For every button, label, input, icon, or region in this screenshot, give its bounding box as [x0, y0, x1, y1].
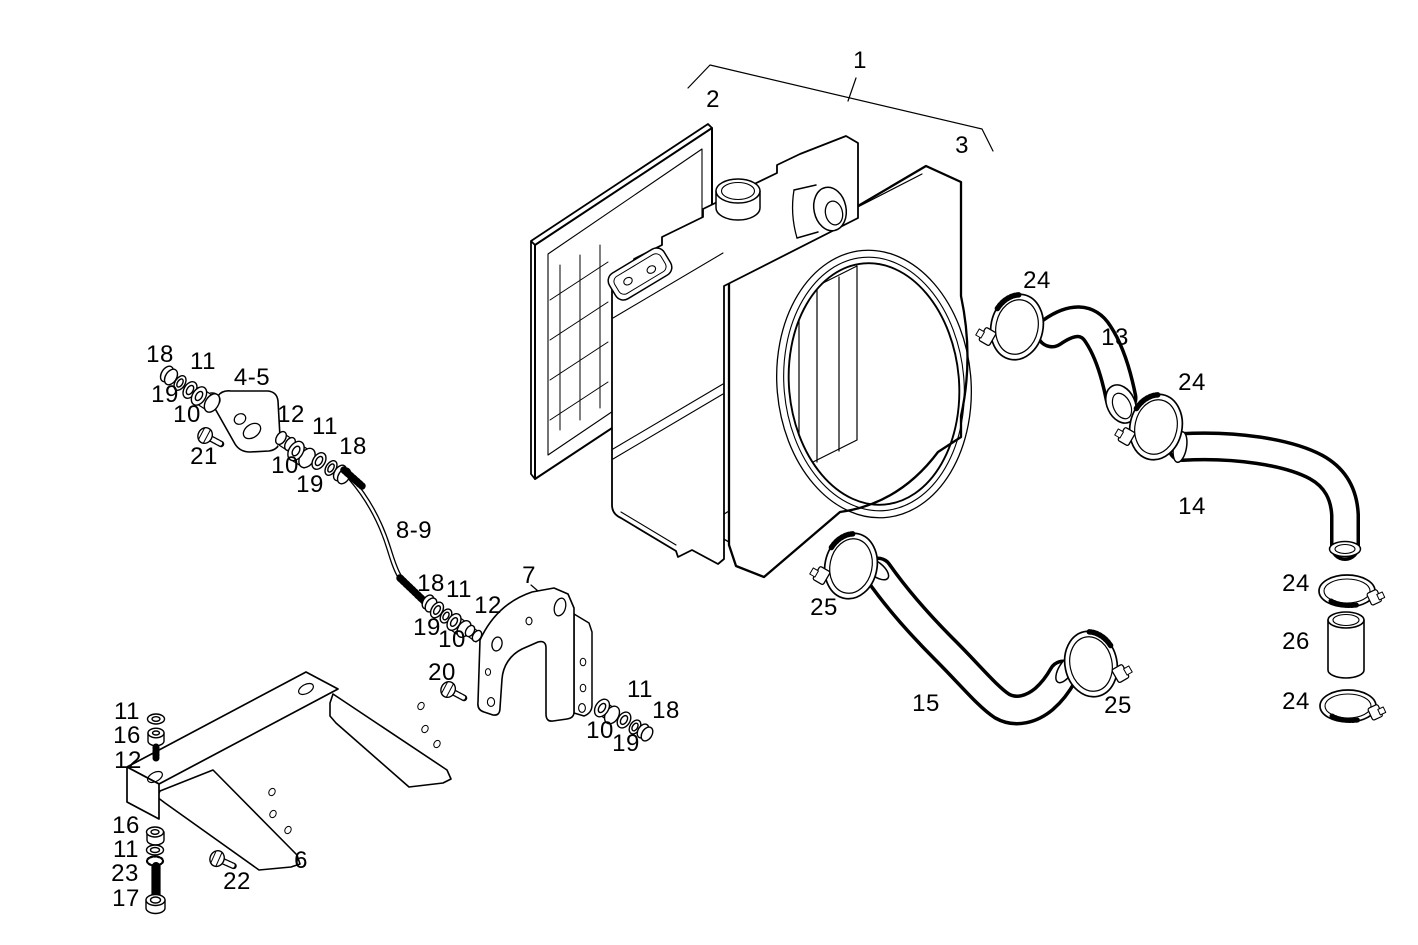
radiator-side-bracket: [607, 247, 673, 301]
isolator-stack-rod-end: [421, 594, 483, 643]
isolator-stack-upper-left: [159, 365, 221, 413]
bracket-7: [477, 587, 593, 722]
radiator-outlet-pipe: [791, 184, 848, 239]
isolator-stack-lower-right: [593, 698, 654, 742]
clamp-25-a: [805, 525, 883, 603]
bolt-21: [195, 425, 225, 451]
clamp-24-d: [1320, 690, 1387, 722]
hose-15: [862, 556, 1079, 726]
fastener-stack-bottom: [145, 826, 166, 915]
bolt-20: [438, 679, 468, 705]
isolator-stack-upper-right: [274, 430, 352, 485]
clamp-24-a: [971, 286, 1049, 364]
fan-shroud: [712, 164, 972, 579]
clamp-24-c: [1319, 575, 1386, 607]
radiator: [607, 135, 859, 565]
sleeve-26: [1327, 611, 1365, 679]
support-bracket-6: [126, 671, 452, 871]
tie-rod-8-9: [340, 466, 428, 605]
hose-13: [1035, 305, 1138, 424]
radiator-filler-cap: [715, 178, 761, 221]
fastener-stack-top: [146, 713, 166, 762]
hose-14: [1167, 430, 1362, 561]
bolt-22: [207, 848, 236, 873]
